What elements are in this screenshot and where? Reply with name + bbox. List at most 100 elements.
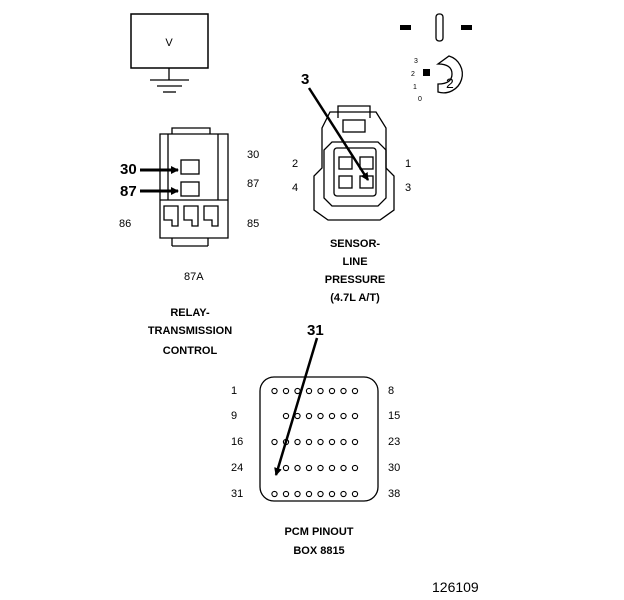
pcm-row-label-left-5: 31: [231, 488, 243, 500]
pcm-pin-38: [351, 490, 359, 498]
pcm-pin-12: [317, 412, 324, 420]
key-mark-left: [400, 25, 411, 30]
pcm-pin-13: [328, 412, 336, 420]
pcm-pin-28: [328, 464, 336, 472]
pcm-caption-line2: BOX 8815: [293, 545, 344, 557]
relay-cavity-85: [203, 205, 219, 227]
sensor-arrow: [307, 87, 370, 181]
pcm-pin-29: [340, 464, 347, 472]
pcm-row-label-left-4: 24: [231, 462, 243, 474]
relay-cavity-30: [180, 159, 200, 175]
pcm-row-label-right-5: 38: [388, 488, 400, 500]
sensor-pin-label-1: 1: [405, 158, 411, 170]
key-cylinder-icon: [436, 55, 463, 94]
sensor-pin-label-4: 4: [292, 182, 298, 194]
pcm-pin-31: [271, 490, 278, 498]
sensor-callout: 3: [301, 71, 309, 88]
pcm-callout: 31: [307, 322, 324, 339]
key-slot-icon: [435, 13, 444, 42]
pcm-pin-14: [340, 412, 347, 420]
pcm-pin-20: [317, 438, 324, 446]
relay-cavity-87a: [183, 205, 199, 227]
figure-number: 126109: [432, 579, 479, 595]
voltmeter: V: [130, 13, 209, 93]
key-pos-0: 0: [418, 96, 422, 103]
pcm-pin-25: [294, 464, 301, 472]
pcm-caption: PCM PINOUT BOX 8815: [284, 526, 353, 557]
pcm-row-label-right-2: 15: [388, 410, 400, 422]
pcm-row-label-left-2: 9: [231, 410, 237, 422]
pcm-connector: [259, 376, 379, 502]
pcm-pin-6: [328, 387, 336, 395]
pcm-row-label-right-1: 8: [388, 385, 394, 397]
pcm-pin-8: [351, 387, 359, 395]
pcm-pin-4: [305, 387, 313, 395]
sensor-caption-line1: SENSOR-: [330, 238, 380, 250]
pcm-connector-body: [259, 376, 379, 502]
pcm-pin-26: [305, 464, 313, 472]
pcm-pin-9: [282, 412, 290, 420]
relay-caption-line3: CONTROL: [163, 345, 218, 357]
relay-cavity-86: [163, 205, 179, 227]
pcm-pin-24: [282, 464, 290, 472]
pcm-pin-34: [305, 490, 313, 498]
key-pos-3: 3: [414, 58, 418, 65]
pcm-pin-1: [271, 387, 278, 395]
pcm-row-label-left-1: 1: [231, 385, 237, 397]
relay-caption-line1: RELAY-: [170, 307, 210, 319]
sensor-caption-line2: LINE: [342, 256, 367, 268]
pcm-row-label-right-3: 23: [388, 436, 400, 448]
pcm-pin-21: [328, 438, 336, 446]
pcm-caption-line1: PCM PINOUT: [284, 526, 353, 538]
pcm-pin-19: [305, 438, 313, 446]
pcm-pin-27: [317, 464, 324, 472]
pcm-pin-10: [294, 412, 301, 420]
pcm-pin-32: [282, 490, 290, 498]
relay-caption-line2: TRANSMISSION: [148, 325, 232, 337]
sensor-housing-outer: [313, 111, 395, 221]
pcm-pin-37: [340, 490, 347, 498]
pcm-pin-33: [294, 490, 301, 498]
pcm-pin-11: [305, 412, 313, 420]
sensor-caption-line4: (4.7L A/T): [330, 292, 380, 304]
pcm-pin-35: [317, 490, 324, 498]
relay-pin-85: 85: [247, 218, 259, 230]
pcm-pin-2: [282, 387, 290, 395]
pcm-pin-18: [294, 438, 301, 446]
pcm-pin-30: [351, 464, 359, 472]
relay-pin-86: 86: [119, 218, 131, 230]
pcm-pin-5: [317, 387, 324, 395]
ignition-key-indicator: 2 3 2 1 0: [400, 13, 472, 103]
sensor-pin-1: [359, 156, 374, 170]
key-mark-right: [461, 25, 472, 30]
key-position-label: 2: [446, 75, 454, 91]
pcm-row-label-left-3: 16: [231, 436, 243, 448]
pcm-pin-15: [351, 412, 359, 420]
relay-cavity-87: [180, 181, 200, 197]
pcm-arrow: [274, 337, 319, 476]
pcm-pin-7: [340, 387, 347, 395]
ground-symbol-icon: [150, 68, 189, 93]
sensor-terminal-frame: [333, 147, 377, 197]
key-pos-1: 1: [413, 84, 417, 91]
pcm-pin-36: [328, 490, 336, 498]
relay-pin-87: 87: [247, 178, 259, 190]
relay-callout-30: 30: [120, 161, 137, 178]
relay-caption: RELAY- TRANSMISSION CONTROL: [148, 307, 232, 357]
relay-pin-87a: 87A: [184, 271, 204, 283]
relay-connector: [159, 127, 229, 247]
pcm-pin-16: [271, 438, 278, 446]
sensor-caption-line3: PRESSURE: [325, 274, 386, 286]
sensor-pin-2: [338, 156, 353, 170]
sensor-pin-4: [338, 175, 353, 189]
key-pos-2: 2: [411, 71, 415, 78]
relay-body: [159, 133, 229, 239]
sensor-caption: SENSOR- LINE PRESSURE (4.7L A/T): [325, 238, 386, 304]
sensor-housing-inner: [323, 141, 387, 207]
relay-callout-87: 87: [120, 183, 137, 200]
pcm-pin-22: [340, 438, 347, 446]
sensor-connector: [313, 105, 395, 221]
pcm-row-label-right-4: 30: [388, 462, 400, 474]
sensor-pin-label-2: 2: [292, 158, 298, 170]
